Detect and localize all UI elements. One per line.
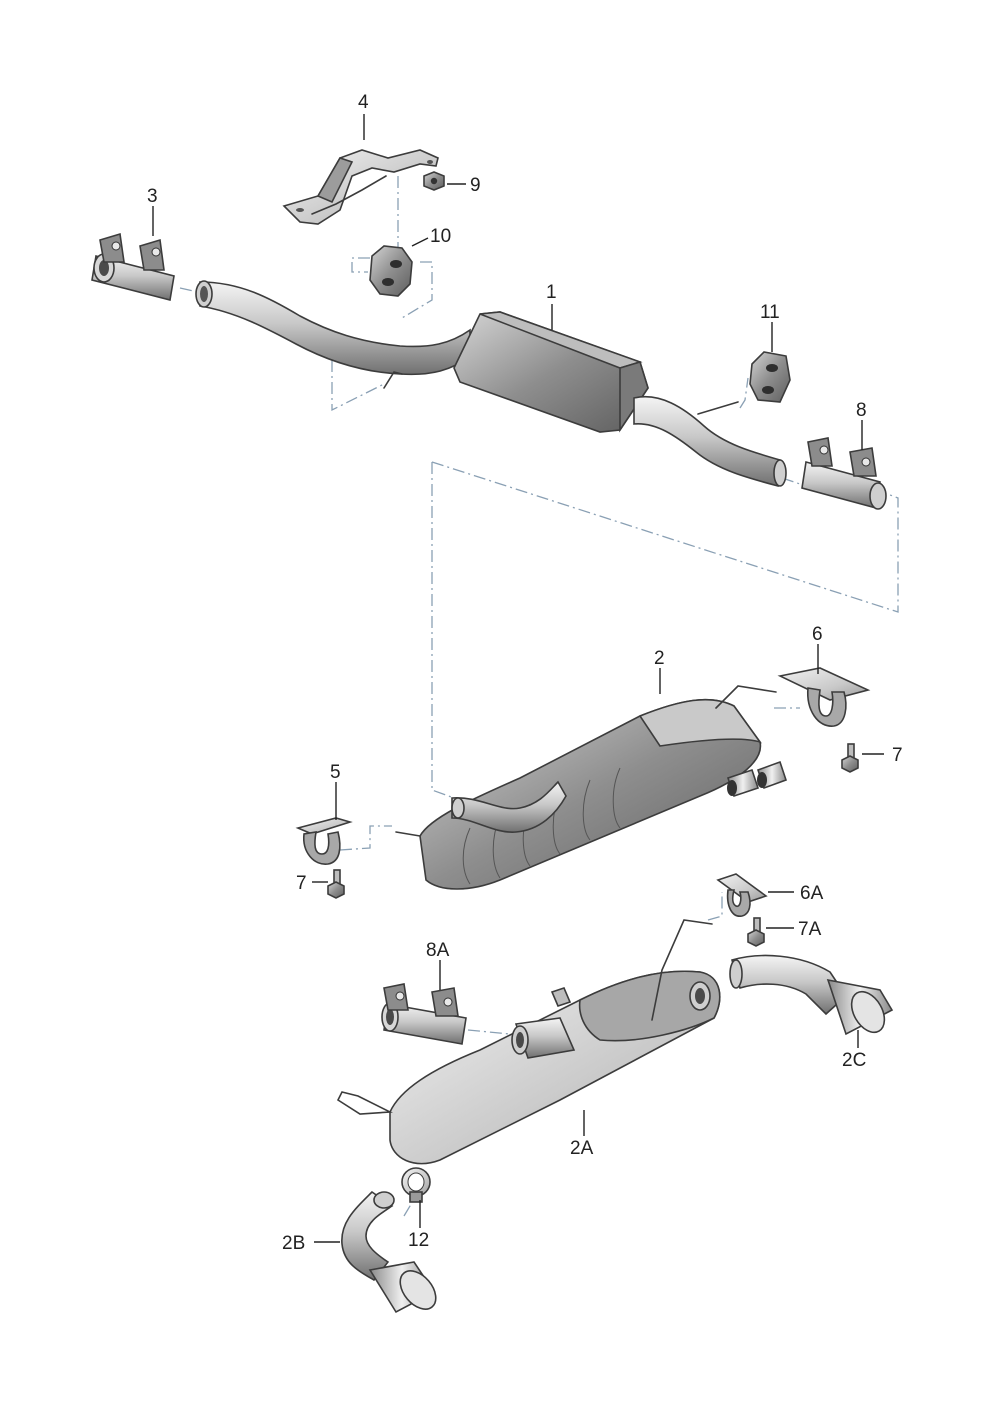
rubber-hanger-part-11[interactable] <box>749 351 791 403</box>
callout-11: 11 <box>760 302 780 323</box>
bracket-part-4[interactable] <box>282 149 439 225</box>
callout-5: 5 <box>330 762 341 783</box>
callout-7-right: 7 <box>892 745 903 766</box>
tailpipe-part-2B[interactable] <box>341 1190 443 1316</box>
clamp-part-3[interactable] <box>91 232 175 301</box>
bolt-part-7A[interactable] <box>747 917 765 947</box>
bracket-part-5[interactable] <box>295 817 353 865</box>
leader-lines <box>152 114 884 1243</box>
callout-4: 4 <box>358 92 369 113</box>
clamp-part-8A[interactable] <box>381 983 467 1045</box>
callout-8A: 8A <box>426 940 450 961</box>
callout-2A: 2A <box>570 1138 594 1159</box>
bolt-part-7-right[interactable] <box>841 743 859 773</box>
callout-7-left: 7 <box>296 873 307 894</box>
callout-10: 10 <box>430 226 451 247</box>
clamp-part-8[interactable] <box>801 437 887 510</box>
rubber-hanger-part-10[interactable] <box>369 245 413 297</box>
callout-12: 12 <box>408 1230 429 1251</box>
callout-9: 9 <box>470 175 481 196</box>
callout-8: 8 <box>856 400 867 421</box>
rear-muffler-part-2[interactable] <box>395 685 788 890</box>
bracket-part-6A[interactable] <box>716 873 768 917</box>
callout-6A: 6A <box>800 883 824 904</box>
tailpipe-part-2C[interactable] <box>729 954 894 1039</box>
callout-labels: 4 9 3 10 1 11 8 2 6 7 5 7 6A 7A 8A 2C 2A… <box>147 92 903 1254</box>
rear-muffler-part-2A[interactable] <box>336 919 721 1165</box>
bracket-part-6[interactable] <box>777 667 871 727</box>
nut-part-9[interactable] <box>423 171 445 191</box>
clamp-ring-part-12[interactable] <box>401 1167 431 1203</box>
callout-2: 2 <box>654 648 665 669</box>
callout-2B: 2B <box>282 1233 305 1254</box>
center-muffler-pipe-part-1[interactable] <box>195 280 787 488</box>
callout-1: 1 <box>546 282 557 303</box>
callout-2C: 2C <box>842 1050 866 1071</box>
bolt-part-7-left[interactable] <box>327 869 345 899</box>
callout-3: 3 <box>147 186 158 207</box>
callout-6: 6 <box>812 624 823 645</box>
callout-7A: 7A <box>798 919 822 940</box>
